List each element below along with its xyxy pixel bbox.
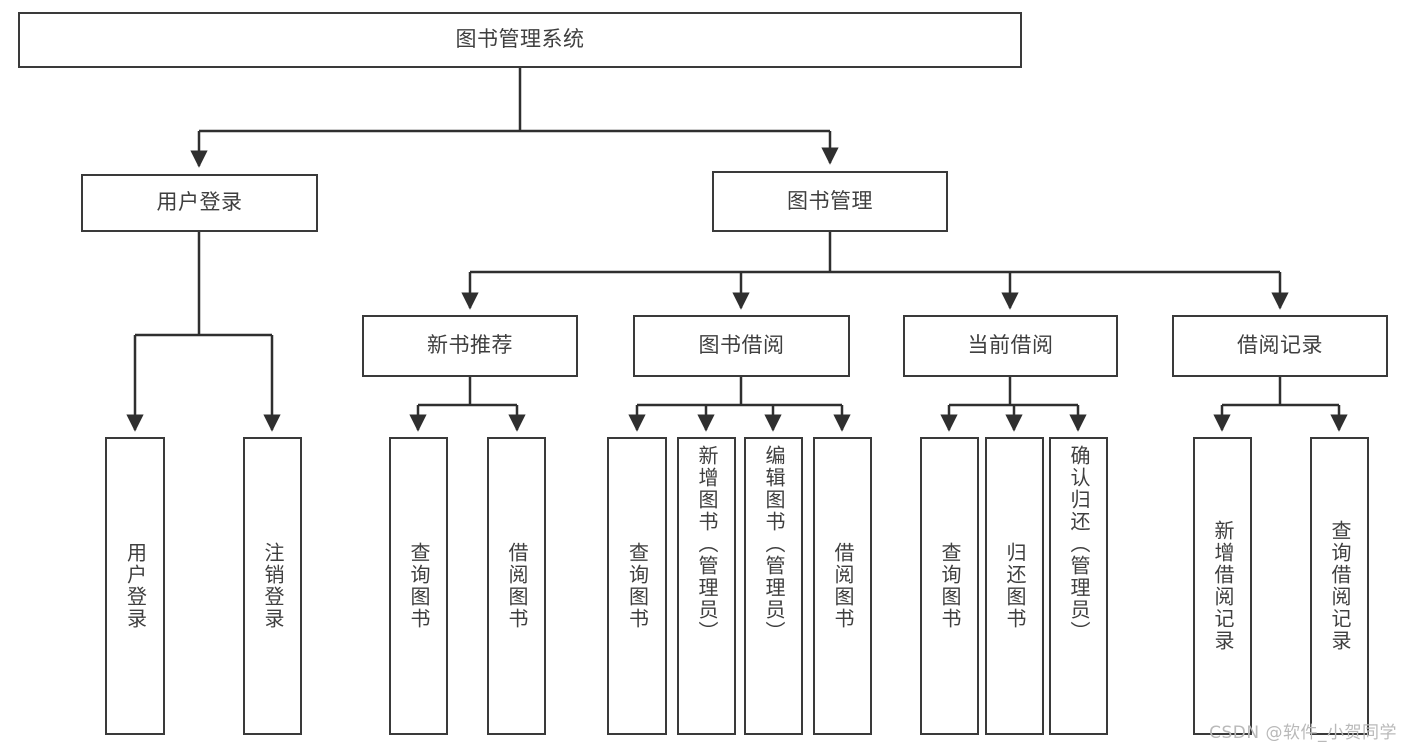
- watermark-text: CSDN @软件_小贺同学: [1209, 723, 1397, 743]
- leaf-return-book[interactable]: 归还图书: [985, 437, 1044, 735]
- leaf-confirm-return-admin[interactable]: 确认归还（管理员）: [1049, 437, 1108, 735]
- leaf-add-book-admin[interactable]: 新增图书（管理员）: [677, 437, 736, 735]
- leaf-user-login[interactable]: 用户登录: [105, 437, 165, 735]
- leaf-query-book-current[interactable]: 查询图书: [920, 437, 979, 735]
- node-book-borrow[interactable]: 图书借阅: [633, 315, 850, 377]
- node-current-borrow[interactable]: 当前借阅: [903, 315, 1118, 377]
- leaf-edit-book-admin[interactable]: 编辑图书（管理员）: [744, 437, 803, 735]
- leaf-query-book-recommend[interactable]: 查询图书: [389, 437, 448, 735]
- node-borrow-record[interactable]: 借阅记录: [1172, 315, 1388, 377]
- node-user-login[interactable]: 用户登录: [81, 174, 318, 232]
- leaf-logout-login[interactable]: 注销登录: [243, 437, 302, 735]
- leaf-borrow-book-recommend[interactable]: 借阅图书: [487, 437, 546, 735]
- leaf-borrow-book[interactable]: 借阅图书: [813, 437, 872, 735]
- leaf-add-borrow-record[interactable]: 新增借阅记录: [1193, 437, 1252, 735]
- node-new-book-recommend[interactable]: 新书推荐: [362, 315, 578, 377]
- leaf-query-book-borrow[interactable]: 查询图书: [607, 437, 667, 735]
- leaf-query-borrow-record[interactable]: 查询借阅记录: [1310, 437, 1369, 735]
- node-book-manage[interactable]: 图书管理: [712, 171, 948, 232]
- node-root-system[interactable]: 图书管理系统: [18, 12, 1022, 68]
